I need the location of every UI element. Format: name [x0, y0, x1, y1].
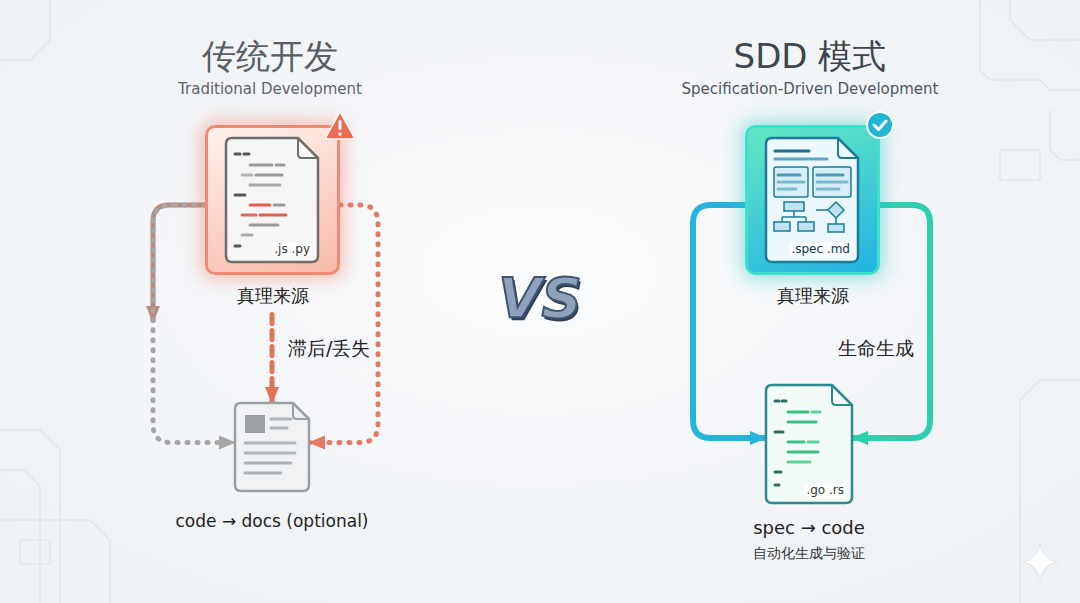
code-file-icon: .js .py — [226, 138, 318, 262]
spec-card: 真理来源 .spec .md — [745, 125, 880, 315]
divider-line — [539, 338, 541, 520]
document-outline — [766, 385, 852, 503]
code-line — [245, 442, 295, 445]
file-extension: .js .py — [272, 242, 312, 256]
flow-subcaption: 自动化生成与验证 — [609, 545, 1009, 562]
flow-caption: code → docs (optional) — [72, 511, 472, 531]
code-line — [808, 441, 818, 444]
code-line — [271, 427, 287, 430]
code-line — [235, 194, 245, 197]
check-badge — [865, 110, 895, 140]
file-extension: .spec .md — [789, 242, 852, 256]
divider-line — [539, 85, 541, 262]
code-line — [778, 181, 804, 184]
code-line — [242, 234, 252, 237]
code-line — [778, 188, 796, 191]
code-line — [775, 400, 779, 403]
code-line — [817, 174, 843, 177]
docs-icon: code → docs (optional) — [235, 403, 309, 491]
warning-badge — [325, 110, 355, 140]
document-fold — [293, 403, 309, 419]
section-title: SDD 模式 — [560, 36, 1060, 77]
code-line — [788, 451, 818, 454]
sparkle-mark — [1022, 544, 1058, 580]
spec-panel — [813, 167, 851, 197]
code-line — [782, 400, 786, 403]
code-line — [250, 224, 278, 227]
document-fold — [832, 385, 852, 405]
file-extension: .go .rs — [804, 483, 846, 497]
section-title: 传统开发 — [20, 36, 520, 77]
code-line — [788, 421, 816, 424]
flow-arrow — [270, 315, 275, 403]
document-fold — [298, 138, 318, 158]
code-line — [788, 461, 810, 464]
code-line — [274, 204, 284, 207]
code-line — [271, 418, 291, 421]
document-outline — [226, 138, 318, 262]
code-line — [788, 411, 808, 414]
code-line — [250, 164, 272, 167]
code-line — [276, 164, 284, 167]
code-line — [245, 472, 281, 475]
code-line — [242, 214, 256, 217]
code-line — [245, 462, 291, 465]
code-line — [260, 214, 286, 217]
code-file-icon: .go .rsspec → code自动化生成与验证 — [766, 385, 852, 503]
code-line — [817, 188, 839, 191]
vs-mark: VS — [290, 264, 790, 331]
code-line — [235, 153, 240, 156]
code-line — [235, 245, 240, 248]
section-subtitle: Specification-Driven Development — [560, 80, 1060, 98]
flowchart-sketch — [774, 202, 844, 232]
code-line — [775, 484, 779, 487]
code-line — [817, 181, 847, 184]
card-caption: 真理来源 — [745, 285, 880, 307]
document-outline — [235, 403, 309, 491]
code-line — [812, 411, 820, 414]
code-line — [775, 150, 809, 153]
code-line — [775, 431, 783, 434]
flow-caption: spec → code — [609, 517, 1009, 539]
code-line — [245, 452, 295, 455]
arrow-accent — [153, 205, 205, 322]
spec-panel — [774, 167, 808, 197]
document-outline — [766, 138, 858, 262]
code-line — [256, 174, 282, 177]
document-shape — [235, 403, 309, 491]
code-line — [775, 471, 781, 474]
arrow-label: 生命生成 — [834, 336, 918, 361]
code-line — [775, 158, 827, 161]
spec-file-icon: .spec .md — [766, 138, 858, 262]
arrow-label: 滞后/丢失 — [284, 336, 374, 361]
source-card: 真理来源 .js .py — [205, 125, 340, 315]
section-subtitle: Traditional Development — [20, 80, 520, 98]
code-line — [250, 184, 280, 187]
code-line — [242, 174, 252, 177]
code-line — [788, 441, 804, 444]
document-fold — [838, 138, 858, 158]
code-line — [244, 153, 249, 156]
image-block — [245, 415, 265, 433]
code-line — [250, 204, 270, 207]
card-caption: 真理来源 — [205, 285, 340, 307]
code-line — [778, 174, 800, 177]
